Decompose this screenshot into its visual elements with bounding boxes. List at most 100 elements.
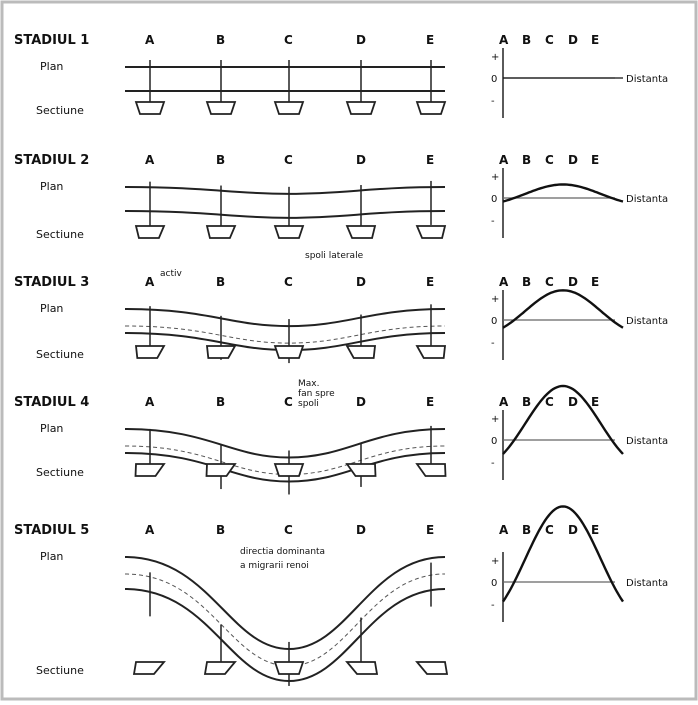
graph-letter-B: B	[522, 395, 531, 409]
cross-section-shape	[415, 463, 447, 477]
section-letter-E: E	[426, 275, 434, 289]
graph-letter-D: D	[568, 33, 578, 47]
cross-section-shape	[345, 225, 377, 239]
graph-letter-E: E	[591, 395, 599, 409]
cross-section-shape	[134, 225, 166, 239]
cross-section-shape	[415, 345, 447, 359]
graph-letter-D: D	[568, 523, 578, 537]
graph-zero-label: 0	[491, 436, 497, 447]
section-letter-D: D	[356, 153, 366, 167]
graph-letter-B: B	[522, 33, 531, 47]
plan-label: Plan	[40, 180, 63, 193]
section-letter-B: B	[216, 33, 225, 47]
graph-minus-label: -	[491, 458, 495, 469]
section-letter-C: C	[284, 275, 293, 289]
cross-section-shape	[134, 101, 166, 115]
cross-section-shape	[132, 661, 166, 675]
section-letter-A: A	[145, 275, 155, 289]
graph-plus-label: +	[491, 556, 499, 567]
graph-letter-A: A	[499, 523, 509, 537]
graph-curve	[502, 289, 624, 329]
cross-section-shape	[205, 225, 237, 239]
graph-letter-A: A	[499, 395, 509, 409]
section-label: Sectiune	[36, 104, 84, 117]
section-letter-E: E	[426, 395, 434, 409]
graph-letter-C: C	[545, 523, 554, 537]
graph-minus-label: -	[491, 338, 495, 349]
section-label: Sectiune	[36, 466, 84, 479]
cross-section-shape	[345, 101, 377, 115]
graph-plus-label: +	[491, 414, 499, 425]
cross-section-shape	[205, 345, 237, 359]
graph-letter-E: E	[591, 523, 599, 537]
channel-bank-left	[124, 186, 446, 195]
graph-letter-C: C	[545, 395, 554, 409]
section-letter-A: A	[145, 33, 155, 47]
section-letter-C: C	[284, 33, 293, 47]
graph-zero-label: 0	[491, 74, 497, 85]
cross-section-shape	[273, 661, 305, 675]
annotation-note: activ	[160, 269, 182, 279]
section-letter-B: B	[216, 395, 225, 409]
section-letter-A: A	[145, 395, 155, 409]
annotation-note: spoli	[298, 399, 319, 409]
graph-axis-label: Distanta	[626, 436, 668, 447]
annotation-note: fan spre	[298, 389, 335, 399]
graph-letter-E: E	[591, 33, 599, 47]
section-letter-D: D	[356, 523, 366, 537]
section-letter-C: C	[284, 523, 293, 537]
annotation-note: directia dominanta	[240, 547, 325, 557]
section-letter-B: B	[216, 153, 225, 167]
annotation-note: Max.	[298, 379, 319, 389]
graph-letter-B: B	[522, 523, 531, 537]
graph-zero-label: 0	[491, 194, 497, 205]
graph-minus-label: -	[491, 96, 495, 107]
plan-label: Plan	[40, 302, 63, 315]
plan-label: Plan	[40, 550, 63, 563]
graph-axis-label: Distanta	[626, 74, 668, 85]
graph-zero-label: 0	[491, 316, 497, 327]
graph-curve	[502, 183, 624, 203]
channel-bank-left	[124, 308, 446, 328]
section-letter-E: E	[426, 153, 434, 167]
graph-letter-C: C	[545, 33, 554, 47]
annotation-note: a migrarii renoi	[240, 561, 309, 571]
section-label: Sectiune	[36, 228, 84, 241]
annotation-note: spoli laterale	[305, 251, 364, 261]
cross-section-shape	[273, 101, 305, 115]
graph-letter-A: A	[499, 275, 509, 289]
graph-letter-B: B	[522, 153, 531, 167]
cross-section-shape	[203, 661, 237, 675]
section-letter-A: A	[145, 523, 155, 537]
section-letter-C: C	[284, 153, 293, 167]
section-label: Sectiune	[36, 664, 84, 677]
section-letter-B: B	[216, 523, 225, 537]
cross-section-shape	[415, 101, 447, 115]
graph-curve	[502, 505, 624, 603]
graph-letter-C: C	[545, 275, 554, 289]
section-letter-A: A	[145, 153, 155, 167]
graph-letter-C: C	[545, 153, 554, 167]
graph-letter-A: A	[499, 33, 509, 47]
section-letter-D: D	[356, 275, 366, 289]
graph-letter-D: D	[568, 395, 578, 409]
graph-minus-label: -	[491, 216, 495, 227]
section-label: Sectiune	[36, 348, 84, 361]
thalweg-line	[124, 445, 446, 476]
section-letter-E: E	[426, 523, 434, 537]
graph-letter-B: B	[522, 275, 531, 289]
stage-title: STADIUL 1	[14, 33, 89, 48]
graph-letter-E: E	[591, 153, 599, 167]
cross-section-shape	[273, 345, 305, 359]
cross-section-shape	[134, 345, 166, 359]
cross-section-shape	[205, 463, 237, 477]
plan-label: Plan	[40, 422, 63, 435]
cross-section-shape	[273, 225, 305, 239]
graph-letter-A: A	[499, 153, 509, 167]
cross-section-shape	[345, 345, 377, 359]
cross-section-shape	[415, 225, 447, 239]
